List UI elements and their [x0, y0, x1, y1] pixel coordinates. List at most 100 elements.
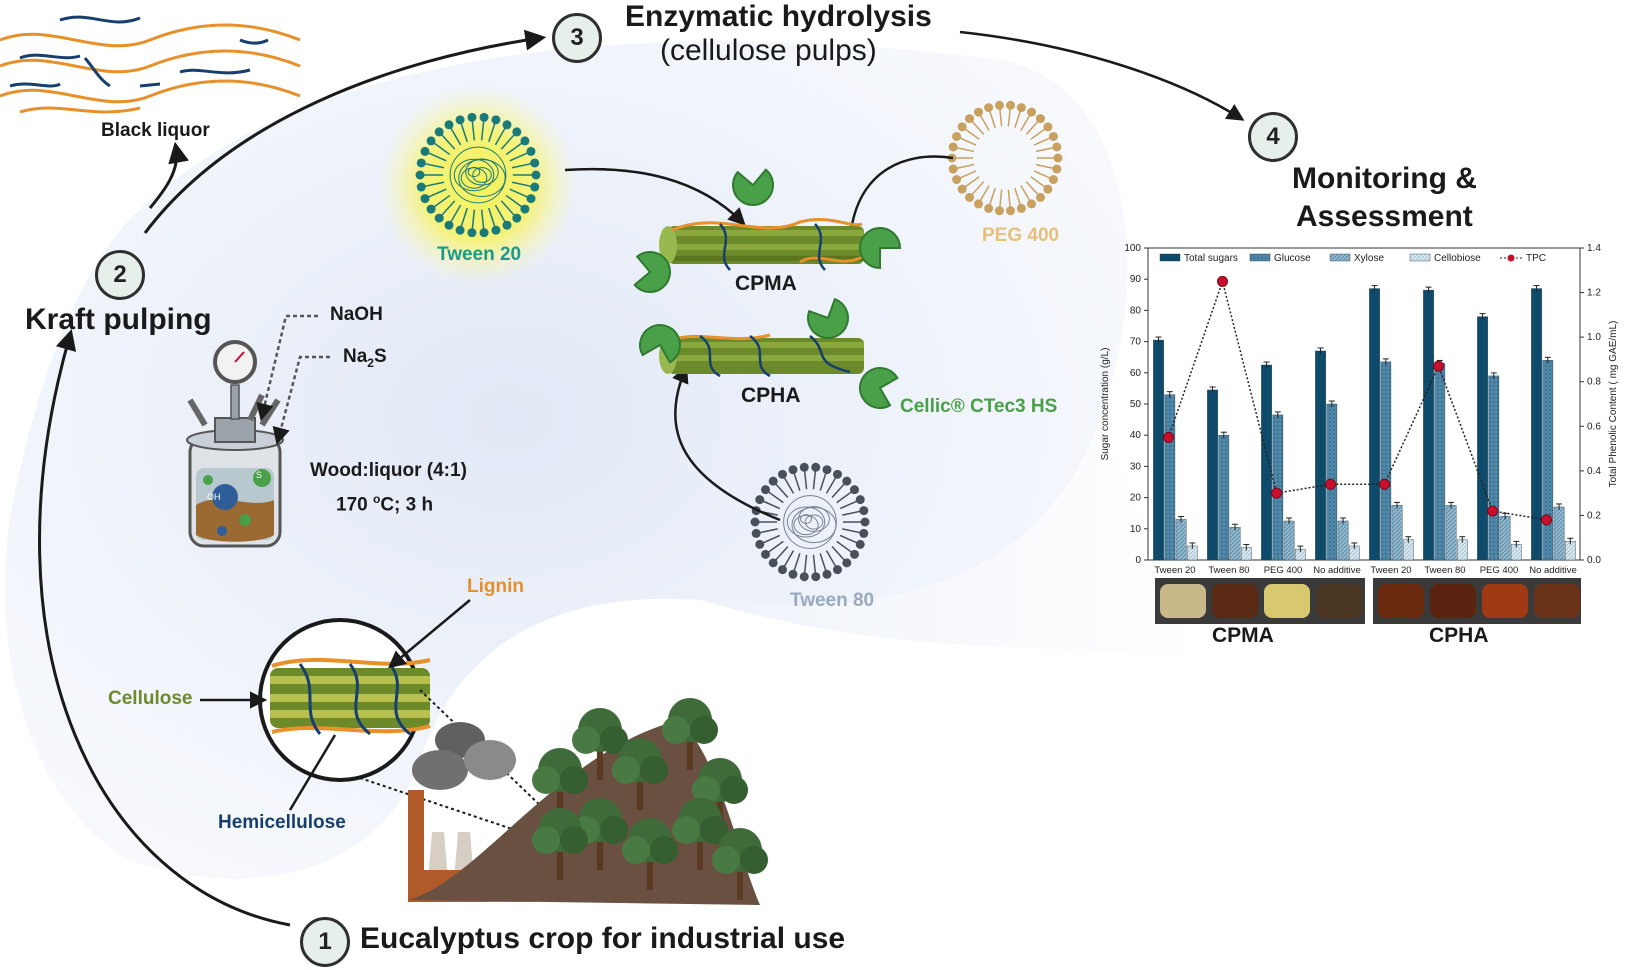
- legend-entry: Xylose: [1354, 253, 1384, 264]
- bar-glucose: [1164, 394, 1176, 561]
- tpc-point: [1433, 360, 1445, 372]
- tpc-point: [1379, 478, 1391, 490]
- bar-xylose: [1499, 516, 1511, 561]
- bar-total-sugars: [1369, 288, 1380, 561]
- na2s-feed-line: [272, 355, 330, 446]
- step-3-badge: 3: [552, 13, 602, 63]
- x-tick-label: Tween 20: [1370, 565, 1411, 576]
- cpha-label: CPHA: [741, 384, 801, 407]
- legend-swatch: [1249, 253, 1271, 262]
- cpha-photo-label: CPHA: [1429, 624, 1489, 647]
- step-2-badge: 2: [95, 250, 145, 300]
- peg400-micelle: [947, 100, 1063, 216]
- bar-xylose: [1229, 527, 1241, 561]
- black-liquor-label: Black liquor: [101, 120, 210, 141]
- bar-xylose: [1337, 520, 1349, 561]
- bar-total-sugars: [1477, 316, 1488, 561]
- na2s-subscript: 2: [367, 355, 374, 370]
- arrow-tween80-to-cpha: [672, 365, 781, 522]
- tween80-label: Tween 80: [790, 590, 875, 611]
- x-tick-label: Tween 80: [1424, 565, 1465, 576]
- bar-total-sugars: [1153, 339, 1164, 561]
- arrow-tween20-to-cpma: [564, 167, 746, 226]
- arrow-3-to-4: [959, 30, 1245, 121]
- y-tick-label: 60: [1130, 368, 1142, 379]
- tpc-point: [1163, 431, 1175, 443]
- reactor-degree: o: [372, 492, 381, 506]
- oh-ion-label: OH: [207, 492, 221, 502]
- wood-fiber-bundle: [270, 657, 431, 736]
- legend-entry: TPC: [1526, 253, 1546, 264]
- cpma-label: CPMA: [735, 272, 797, 295]
- naoh-feed-line: [256, 314, 318, 422]
- step-4-label-line2: Assessment: [1296, 200, 1473, 233]
- eucalyptus-trees: [532, 698, 768, 900]
- step-3-sublabel: (cellulose pulps): [660, 34, 877, 67]
- arrow-1-to-2: [38, 328, 291, 927]
- hemicellulose-pointer: [288, 734, 337, 811]
- y-tick-label: 10: [1130, 524, 1142, 535]
- hydrolysate-photos: [1155, 578, 1581, 624]
- tpc-point: [1541, 514, 1553, 526]
- bar-glucose: [1434, 363, 1446, 561]
- y-tick-label: 100: [1124, 243, 1141, 254]
- y2-tick-label: 0.0: [1587, 555, 1601, 566]
- step-3-label: Enzymatic hydrolysis: [625, 0, 932, 33]
- y-tick-label: 50: [1130, 399, 1142, 410]
- reactor-time: C; 3 h: [380, 494, 434, 516]
- tween20-micelle: [415, 112, 541, 238]
- y-tick-label: 40: [1130, 430, 1142, 441]
- reactor-temp: 170: [336, 494, 373, 516]
- bar-xylose: [1391, 505, 1403, 561]
- black-liquor-waves: [0, 15, 301, 114]
- step-2-number: 2: [113, 261, 127, 288]
- bar-glucose: [1542, 360, 1554, 561]
- tween80-micelle: [750, 462, 870, 582]
- y-tick-label: 80: [1130, 305, 1142, 316]
- cpma-fiber: [659, 217, 865, 271]
- x-tick-label: PEG 400: [1264, 565, 1303, 576]
- y2-tick-label: 0.2: [1587, 510, 1601, 521]
- y2-axis-label: Total Phenolic Content ( mg GAE/mL): [1608, 321, 1619, 488]
- cellulose-label: Cellulose: [108, 688, 193, 709]
- enzyme-label: Cellic® CTec3 HS: [900, 396, 1058, 417]
- tpc-point: [1487, 505, 1499, 517]
- hemicellulose-label: Hemicellulose: [218, 812, 346, 833]
- s-ion-label: S: [256, 470, 263, 480]
- y-axis-label: Sugar concentration (g/L): [1100, 348, 1111, 461]
- bar-cellobiose: [1456, 539, 1468, 561]
- step-4-number: 4: [1266, 123, 1280, 150]
- y-tick-label: 30: [1130, 461, 1142, 472]
- legend-entry: Glucose: [1274, 253, 1311, 264]
- y2-tick-label: 1.0: [1587, 332, 1601, 343]
- bar-total-sugars: [1315, 350, 1326, 561]
- y-tick-label: 0: [1135, 555, 1141, 566]
- arrow-peg400-to-cpma: [842, 155, 954, 246]
- x-tick-label: No additive: [1529, 565, 1577, 576]
- peg400-label: PEG 400: [982, 225, 1060, 246]
- legend-entry: Cellobiose: [1434, 253, 1481, 264]
- bar-glucose: [1488, 375, 1500, 561]
- arrow-to-black-liquor: [148, 141, 189, 209]
- tpc-point: [1325, 478, 1337, 490]
- y-tick-label: 20: [1130, 493, 1142, 504]
- tpc-point: [1217, 275, 1229, 287]
- na2s-label: Na2S: [343, 346, 387, 370]
- enzyme-shapes: [633, 168, 902, 409]
- lignin-pointer: [387, 599, 471, 669]
- bar-total-sugars: [1261, 364, 1272, 561]
- legend-swatch: [1329, 253, 1351, 262]
- step-4-label-line1: Monitoring &: [1292, 162, 1477, 195]
- bar-xylose: [1445, 505, 1457, 561]
- step-1-badge: 1: [300, 917, 350, 967]
- arrow-2-to-3: [143, 29, 547, 234]
- reactor-ratio-label: Wood:liquor (4:1): [310, 460, 467, 481]
- bar-xylose: [1175, 519, 1187, 561]
- na2s-symbol: Na: [343, 346, 368, 367]
- y2-tick-label: 0.8: [1587, 377, 1601, 388]
- naoh-label: NaOH: [330, 304, 383, 325]
- legend-entry: Total sugars: [1184, 253, 1238, 264]
- y2-tick-label: 0.6: [1587, 421, 1601, 432]
